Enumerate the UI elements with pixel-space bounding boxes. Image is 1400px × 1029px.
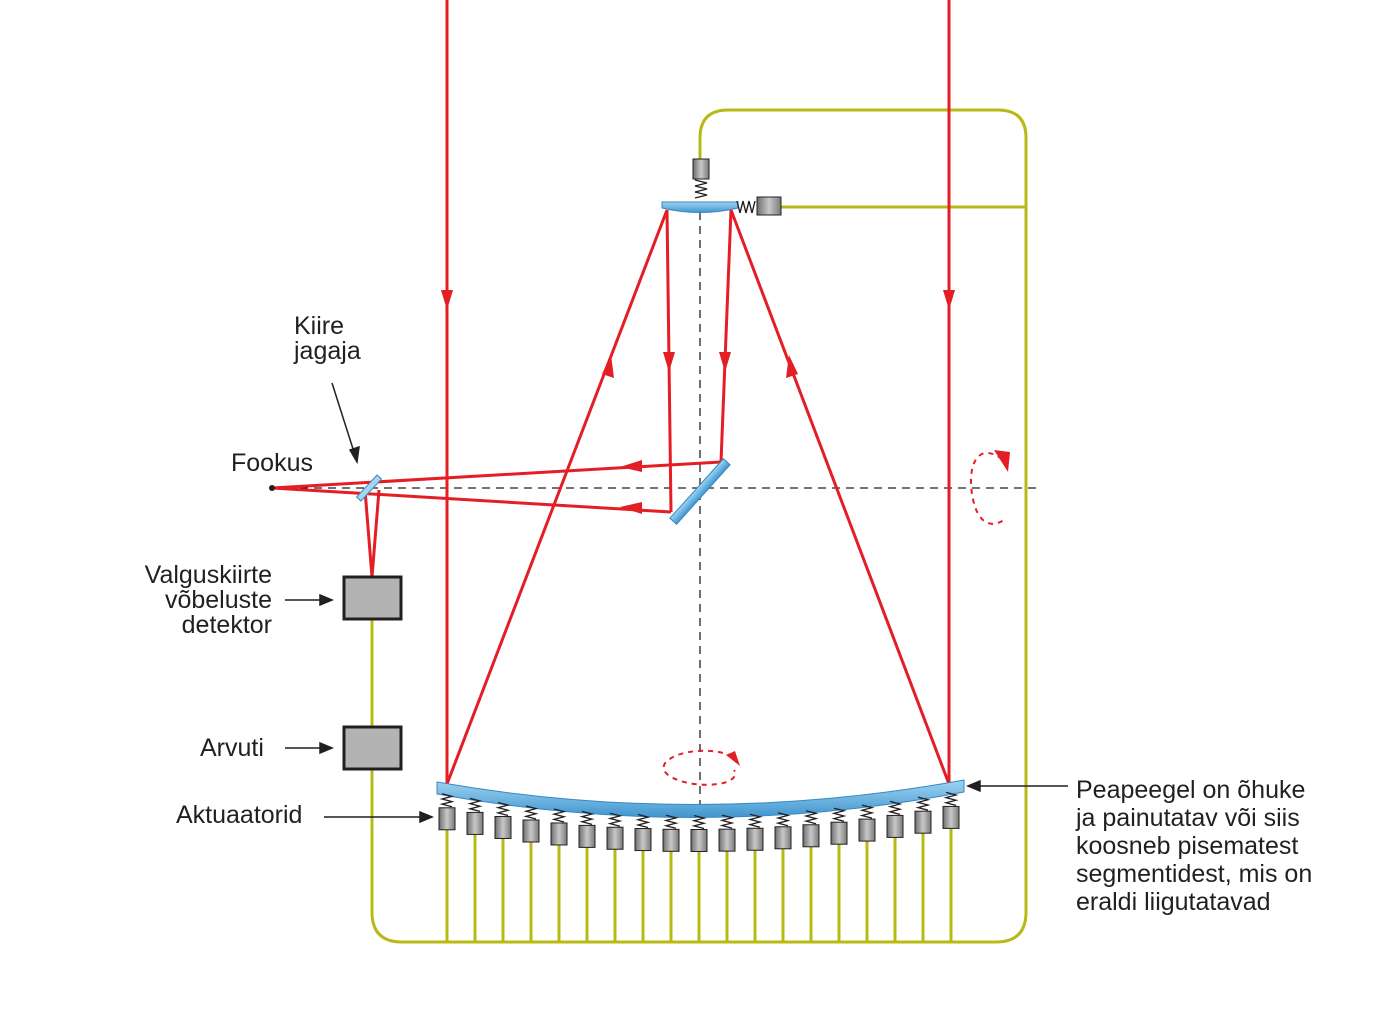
control-wiring xyxy=(370,108,1028,944)
optical-axes xyxy=(272,212,1036,812)
actuator xyxy=(802,824,820,848)
actuator-spring xyxy=(747,813,763,828)
primary-mirror xyxy=(436,779,965,818)
actuator-spring xyxy=(467,797,483,813)
arrow-down-center-right xyxy=(719,352,731,372)
actuator-spring xyxy=(663,814,679,829)
actuator-spring xyxy=(439,793,455,808)
actuator-spring xyxy=(719,814,735,829)
computer-box xyxy=(342,725,403,771)
arrow-up-left xyxy=(602,355,614,378)
actuator xyxy=(774,826,792,850)
actuator xyxy=(522,819,540,843)
mirrors xyxy=(355,201,965,818)
actuator xyxy=(942,805,960,829)
actuator-spring xyxy=(551,808,567,823)
label-line: ja painutatav või siis xyxy=(1076,804,1300,832)
actuator xyxy=(746,827,764,851)
ray-primary-to-secondary-left xyxy=(445,209,669,785)
wire-loop xyxy=(370,108,1028,944)
ray-to-focus-lower xyxy=(271,486,672,514)
actuator xyxy=(438,807,456,831)
secondary-mirror xyxy=(661,201,739,213)
actuator xyxy=(690,829,708,853)
label-line: segmentidest, mis on xyxy=(1076,860,1313,888)
ray-to-detector xyxy=(363,489,381,578)
secondary-actuator-top xyxy=(692,158,710,180)
flat-diagonal-mirror xyxy=(669,458,731,525)
label-line: Kiire xyxy=(294,312,345,340)
actuator-spring xyxy=(523,805,539,820)
arrow-left-upper xyxy=(620,460,642,472)
actuator xyxy=(606,826,624,850)
actuator-spring xyxy=(915,796,931,811)
actuator xyxy=(466,811,484,835)
actuator xyxy=(718,828,736,852)
rotation-arrow-vertical-axis xyxy=(662,749,737,786)
label-line: Peapeegel on õhuke xyxy=(1076,776,1306,804)
label-pointers xyxy=(285,382,1068,824)
arrow-down-center-left xyxy=(663,352,675,372)
actuator-spring xyxy=(803,810,819,825)
actuator-spring xyxy=(775,812,791,827)
secondary-spring-side xyxy=(736,200,756,214)
label-focus: Fookus xyxy=(231,449,313,477)
actuator-spring xyxy=(943,791,959,807)
label-line: võbeluste xyxy=(164,586,272,614)
actuator xyxy=(914,810,932,834)
light-rays xyxy=(271,0,951,785)
label-line: Valguskiirte xyxy=(144,561,272,589)
rotation-arrowheads xyxy=(726,450,1010,766)
actuator-spring xyxy=(495,801,511,817)
actuator xyxy=(858,818,876,842)
arrow-down-right xyxy=(943,290,955,310)
label-primary-mirror: Peapeegel on õhuke ja painutatav või sii… xyxy=(1076,776,1312,916)
ray-to-focus-upper xyxy=(271,460,722,490)
label-line: eraldi liigutatavad xyxy=(1076,888,1271,916)
label-actuators: Aktuaatorid xyxy=(176,801,303,829)
arrow-up-right xyxy=(786,355,798,378)
ray-primary-to-secondary-right xyxy=(729,209,951,785)
actuator xyxy=(886,814,904,838)
primary-actuators xyxy=(438,791,960,853)
label-line: detektor xyxy=(181,611,272,639)
actuator-spring xyxy=(635,813,651,829)
actuator-spring xyxy=(691,814,707,830)
secondary-spring-top xyxy=(694,179,708,199)
actuator-spring xyxy=(859,804,875,819)
rotation-arrow-horizontal-axis xyxy=(969,452,1005,525)
arrow-left-lower xyxy=(620,502,642,514)
label-computer: Arvuti xyxy=(200,734,264,762)
label-line: jagaja xyxy=(294,337,361,365)
actuator xyxy=(494,815,512,839)
pointer-beam-splitter xyxy=(331,382,355,453)
actuator-spring xyxy=(607,812,623,827)
actuator xyxy=(550,822,568,846)
actuator-spring xyxy=(579,810,595,826)
actuator xyxy=(578,824,596,848)
label-line: koosneb pisematest xyxy=(1076,832,1299,860)
actuator-spring xyxy=(831,807,847,822)
detector-box xyxy=(342,575,403,621)
beam-splitter xyxy=(355,474,383,502)
actuator xyxy=(830,821,848,845)
label-beam-splitter: Kiire jagaja xyxy=(294,314,361,364)
secondary-actuator-side xyxy=(756,196,782,216)
arrow-down-left xyxy=(441,290,453,310)
actuator-spring xyxy=(887,800,903,816)
actuator xyxy=(662,828,680,852)
ray-secondary-down-right xyxy=(719,209,733,463)
secondary-actuators xyxy=(692,158,782,216)
actuator-wires xyxy=(445,828,953,942)
focus-point xyxy=(269,485,275,491)
actuator xyxy=(634,828,652,852)
label-detector: Valguskiirte võbeluste detektor xyxy=(120,563,272,638)
ray-arrows xyxy=(441,290,955,514)
rotation-indicators xyxy=(662,452,1005,786)
